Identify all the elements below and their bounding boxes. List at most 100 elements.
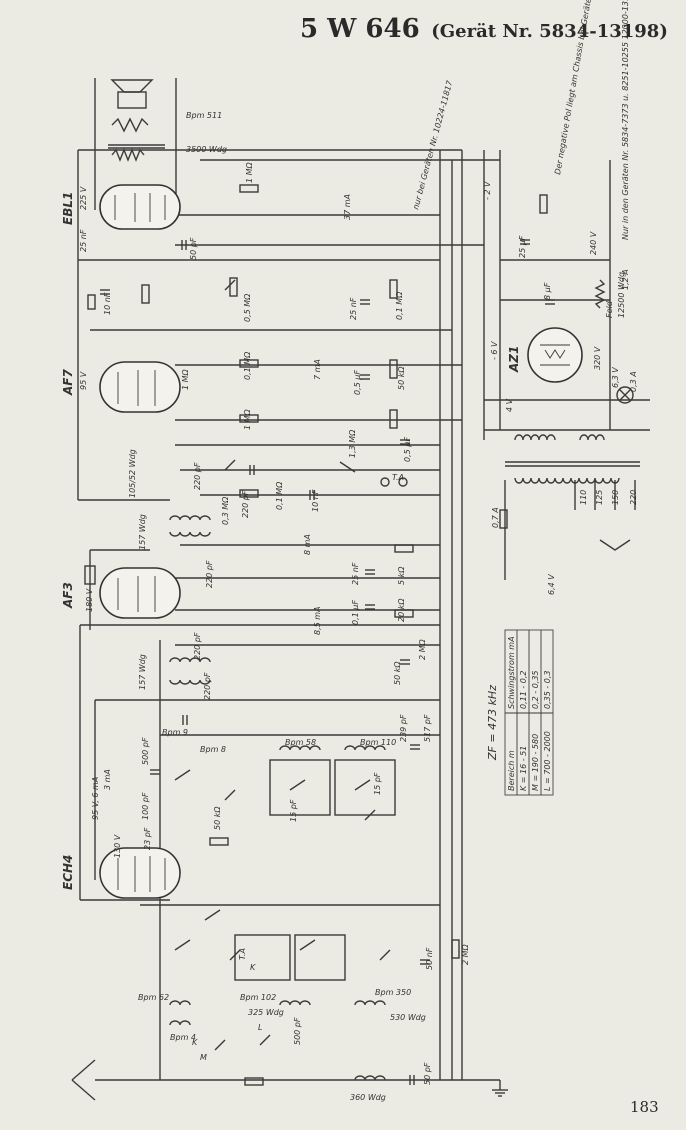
label-c50-b: 50 pF	[423, 1062, 432, 1085]
label-wdg325: 325 Wdg	[248, 1008, 284, 1017]
tube-az1	[527, 327, 583, 383]
label-r20k: 20 kΩ	[397, 598, 406, 622]
power-transformer	[504, 434, 640, 580]
label-c239: 239 pF	[399, 714, 408, 742]
tube-ebl1	[99, 184, 181, 230]
label-ta-b: T.A	[238, 948, 247, 960]
label-wdg157b: 157 Wdg	[138, 654, 147, 690]
label-r01: 0,1 MΩ	[243, 351, 252, 380]
label-r01c: 0,1 MΩ	[275, 481, 284, 510]
label-ma7: 7 mA	[313, 359, 322, 380]
model-number: 5 W 646	[300, 14, 420, 44]
label-c23: 23 pF	[143, 827, 152, 850]
label-bpm58: Bpm 58	[285, 738, 316, 747]
table-cell: 0,35 - 0,3	[543, 670, 552, 709]
label-wdg3500: 3500 Wdg	[186, 145, 227, 154]
label-v125: 125	[595, 490, 604, 505]
label-c220: 220 pF	[193, 462, 202, 490]
table-cell: K = 16 - 51	[519, 746, 528, 791]
if-transformer-2	[169, 657, 211, 685]
label-r1m-b: 1 MΩ	[181, 368, 190, 390]
component-labels: 225 V 1 MΩ 37 mA 50 pF 25 nF 240 V Feld …	[79, 111, 638, 1102]
label-af7: AF7	[61, 369, 75, 396]
label-v130: 130 V	[113, 834, 122, 858]
label-bpm9: Bpm 9	[162, 728, 188, 737]
label-c500: 500 pF	[141, 737, 150, 765]
label-bpm511: Bpm 511	[186, 111, 222, 120]
label-c50: 50 pF	[189, 237, 198, 260]
table-header-current: Schwingstrom mA	[507, 636, 516, 709]
label-v220: 220	[629, 490, 638, 505]
field-coil	[594, 279, 606, 309]
label-c25b: 25 nF	[349, 297, 358, 320]
label-bpm110: Bpm 110	[360, 738, 396, 747]
label-c25: 25 nF	[79, 229, 88, 252]
label-m6v: - 6 V	[490, 341, 499, 360]
pilot-lamp	[616, 386, 634, 404]
table-cell: 0,11 - 0,2	[519, 670, 528, 709]
label-a12: 1,2 A	[621, 269, 630, 290]
label-r50kb: 50 kΩ	[393, 661, 402, 685]
label-bpm350: Bpm 350	[375, 988, 411, 997]
label-l: L	[258, 1023, 262, 1032]
page-number: 183	[630, 1098, 659, 1116]
label-m2v: - 2 V	[483, 181, 492, 200]
label-c220d: 220 pF	[193, 632, 202, 660]
label-ma3: 3 mA	[103, 769, 112, 790]
label-c15b: 15 pF	[373, 772, 382, 795]
schematic-title: 5 W 646 (Gerät Nr. 5834-13198)	[300, 14, 680, 44]
capacitors	[100, 239, 555, 1085]
tuning-sections	[174, 279, 408, 1051]
label-c10: 10 nF	[103, 292, 112, 315]
table-cell: M = 190 - 580	[531, 734, 540, 791]
label-k2: K	[192, 1038, 198, 1047]
label-wdg12500: 12500 Wdg	[617, 272, 626, 318]
label-c05b: 0,5 μF	[403, 437, 412, 462]
table-cell: 0,2 - 0,35	[531, 670, 540, 709]
label-r03: 0,3 MΩ	[221, 496, 230, 525]
label-bpm8: Bpm 8	[200, 745, 226, 754]
label-feld: Feld	[605, 300, 614, 318]
label-v4: 4 V	[505, 398, 514, 412]
label-bpm4: Bpm 4	[170, 1033, 196, 1042]
label-c220e: 220 pF	[203, 672, 212, 700]
label-v110: 110	[579, 490, 588, 505]
label-r1m: 1 MΩ	[245, 161, 254, 183]
label-v150: 150	[611, 490, 620, 505]
table-header-range: Bereich m	[507, 750, 516, 791]
label-c220c: 220 pF	[205, 560, 214, 588]
label-c25c: 25 nF	[351, 562, 360, 585]
label-v63: 6,3 V	[611, 367, 620, 388]
label-ma8: 8 mA	[303, 534, 312, 555]
label-ech4: ECH4	[61, 855, 75, 890]
label-bpm62: Bpm 62	[138, 993, 169, 1002]
label-r01b: 0,1 MΩ	[395, 291, 404, 320]
label-c15: 15 pF	[289, 799, 298, 822]
note-if-frequency: ZF = 473 kHz	[486, 685, 499, 761]
table-cell: L = 700 - 2000	[543, 731, 552, 791]
label-v64: 6,4 V	[547, 574, 556, 595]
label-v225: 225 V	[79, 186, 88, 210]
label-c25u: 25 μF	[518, 235, 527, 258]
label-v180: 180 V	[85, 588, 94, 612]
label-wdg360: 360 Wdg	[350, 1093, 386, 1102]
band-table: Bereich m Schwingstrom mA K = 16 - 51 0,…	[504, 629, 554, 796]
label-v240: 240 V	[589, 231, 598, 255]
ground-symbol	[492, 1080, 508, 1097]
resistors	[84, 184, 548, 1086]
label-r13: 1,3 MΩ	[348, 429, 357, 458]
label-k: K	[250, 963, 256, 972]
label-r05: 0,5 MΩ	[243, 293, 252, 322]
label-c50n: 50 nF	[425, 947, 434, 970]
label-af3: AF3	[61, 582, 75, 609]
label-a03: 0,3 A	[629, 371, 638, 392]
label-r2m: 2 MΩ	[418, 638, 427, 660]
label-ma37: 37 mA	[343, 194, 352, 220]
label-r50kc: 50 kΩ	[213, 806, 222, 830]
tube-ech4	[99, 847, 181, 899]
if-transformer-1	[169, 515, 211, 537]
note-negative-pole: Der negative Pol liegt am Chassis bei Ge…	[553, 0, 619, 175]
device-number: (Gerät Nr. 5834-13198)	[431, 21, 668, 42]
label-ma85: 8,5 mA	[313, 606, 322, 635]
tube-af3	[99, 567, 181, 619]
